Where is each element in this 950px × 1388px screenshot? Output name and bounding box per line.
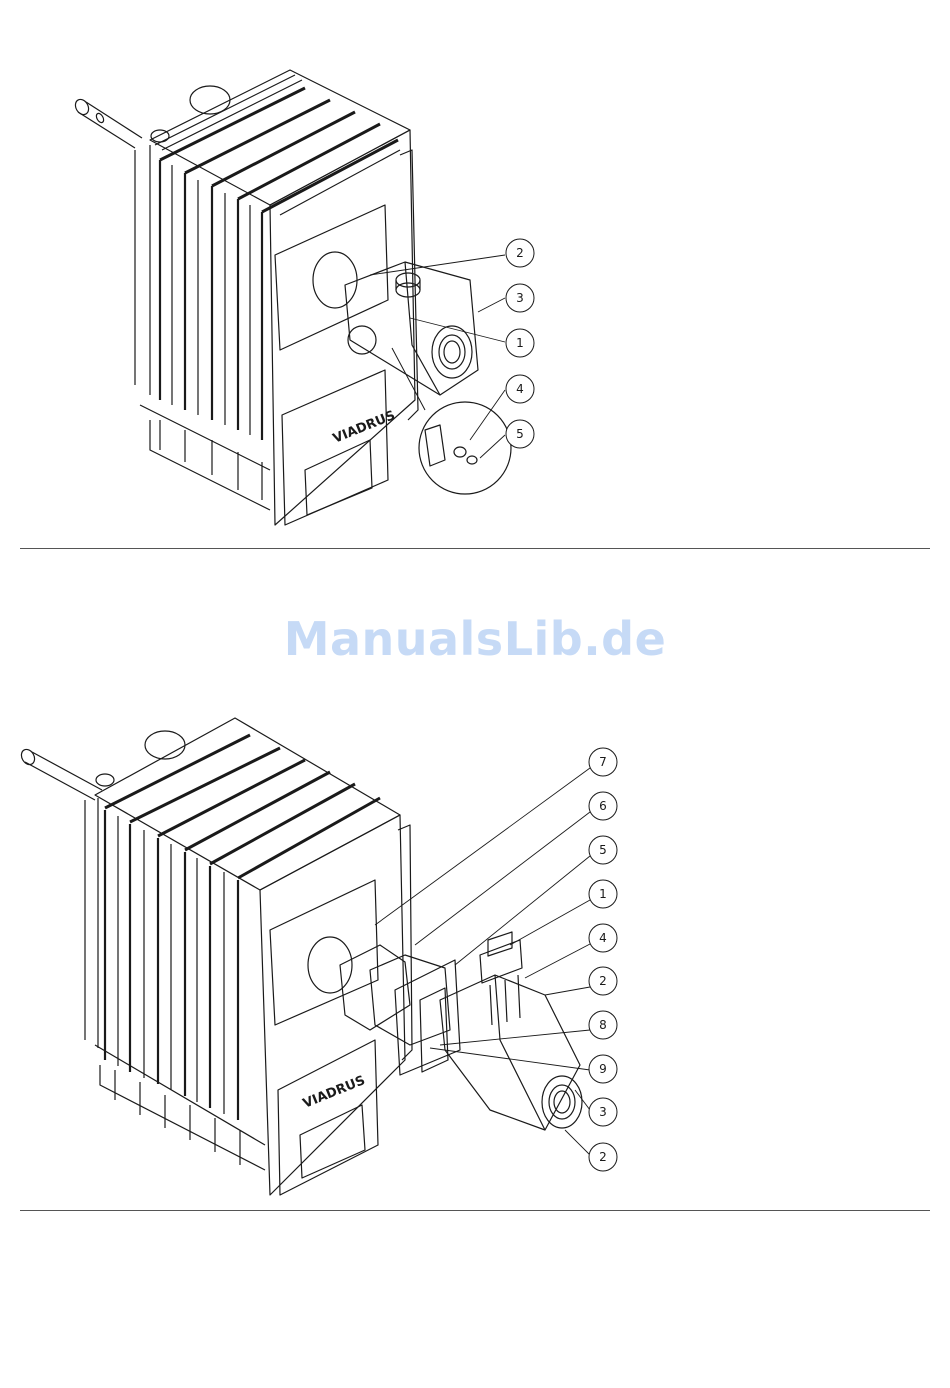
boiler-assembly-figure-top: 2 3 1 4 5 VIADRUS [0,0,950,550]
callout-label: 1 [516,336,524,350]
callout-label: 9 [599,1062,607,1076]
callout-label: 5 [516,427,524,441]
callout-label: 3 [516,291,524,305]
callout-label: 2 [599,1150,607,1164]
boiler-drawing-bottom: 7 6 5 1 4 2 8 9 3 2 VIADRUS [0,700,950,1215]
section-divider [20,1210,930,1211]
callout-label: 1 [599,887,607,901]
callout-label: 4 [599,931,607,945]
callout-label: 2 [599,974,607,988]
boiler-drawing-top: 2 3 1 4 5 VIADRUS [0,0,950,550]
watermark: ManualsLib.de [0,612,950,666]
callout-label: 6 [599,799,607,813]
brand-label: VIADRUS [301,1073,368,1112]
callout-label: 7 [599,755,607,769]
callout-label: 2 [516,246,524,260]
callout-label: 3 [599,1105,607,1119]
callout-label: 8 [599,1018,607,1032]
boiler-assembly-figure-bottom: 7 6 5 1 4 2 8 9 3 2 VIADRUS [0,700,950,1215]
section-divider [20,548,930,549]
callout-label: 4 [516,382,524,396]
callout-label: 5 [599,843,607,857]
